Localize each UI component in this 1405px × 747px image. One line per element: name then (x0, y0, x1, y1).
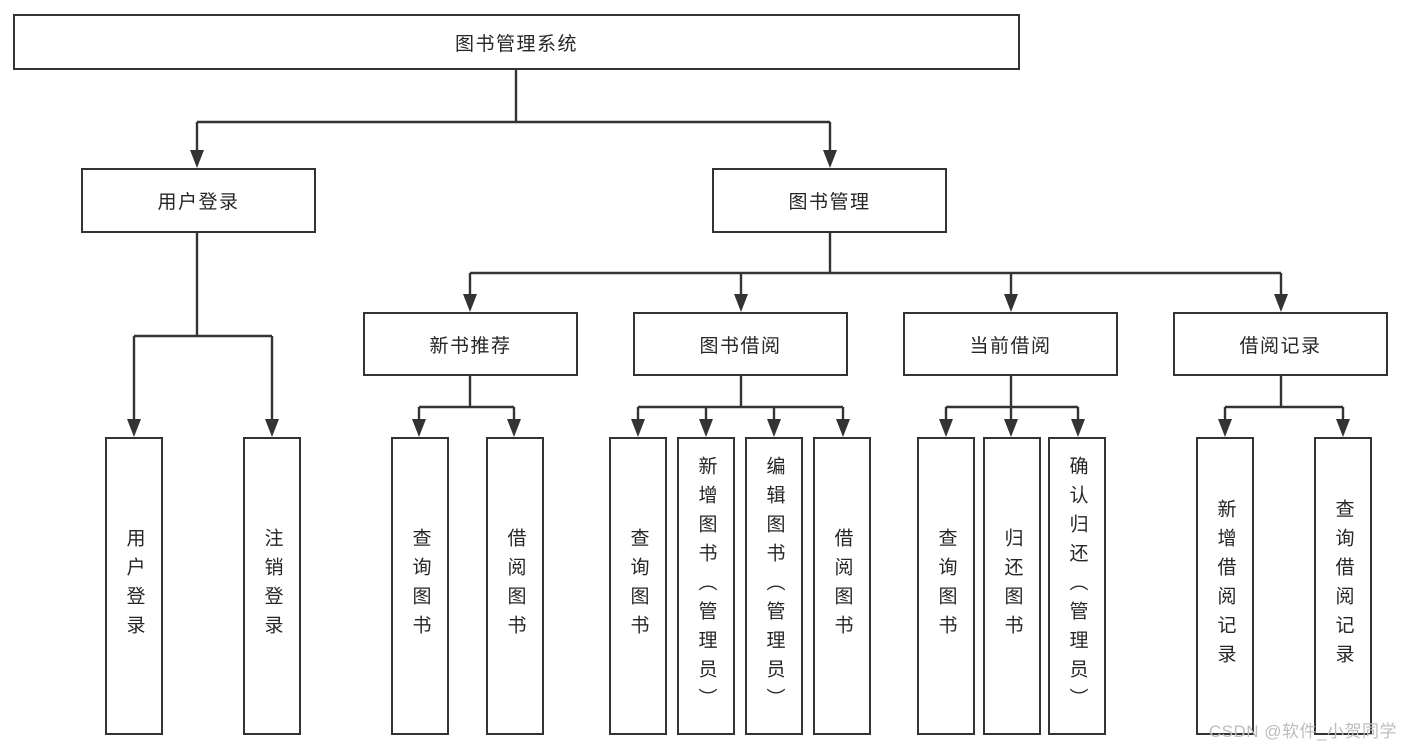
node-borrow-record: 借阅记录 (1173, 312, 1388, 376)
node-book-management: 图书管理 (712, 168, 947, 233)
node-label: 用户登录 (123, 528, 145, 644)
node-label: 借阅记录 (1239, 335, 1322, 357)
node-leaf-logout: 注销登录 (243, 437, 301, 735)
node-label: 图书管理系统 (454, 33, 578, 55)
node-leaf-bb-edit-book-admin: 编辑图书（管理员） (745, 437, 803, 735)
node-current-borrow: 当前借阅 (903, 312, 1118, 376)
node-label: 查询图书 (935, 528, 957, 644)
node-leaf-user-login: 用户登录 (105, 437, 163, 735)
node-label: 借阅图书 (831, 528, 853, 644)
node-leaf-bb-query-book: 查询图书 (609, 437, 667, 735)
node-leaf-cb-query-book: 查询图书 (917, 437, 975, 735)
node-leaf-bb-borrow-book: 借阅图书 (813, 437, 871, 735)
node-label: 查询借阅记录 (1332, 499, 1354, 673)
node-leaf-br-add-record: 新增借阅记录 (1196, 437, 1254, 735)
node-leaf-rec-query-book: 查询图书 (391, 437, 449, 735)
csdn-watermark: CSDN @软件_小贺同学 (1208, 722, 1397, 741)
node-label: 当前借阅 (969, 335, 1052, 357)
node-leaf-rec-borrow-book: 借阅图书 (486, 437, 544, 735)
node-leaf-cb-confirm-return-admin: 确认归还（管理员） (1048, 437, 1106, 735)
node-label: 新增借阅记录 (1214, 499, 1236, 673)
node-label: 新书推荐 (429, 335, 512, 357)
arrowheads (127, 150, 1350, 437)
node-label: 注销登录 (261, 528, 283, 644)
node-book-borrow: 图书借阅 (633, 312, 848, 376)
node-label: 查询图书 (409, 528, 431, 644)
node-leaf-cb-return-book: 归还图书 (983, 437, 1041, 735)
node-label: 用户登录 (157, 192, 240, 213)
node-label: 查询图书 (627, 528, 649, 644)
node-label: 图书管理 (788, 192, 871, 213)
node-label: 借阅图书 (504, 528, 526, 644)
node-label: 确认归还（管理员） (1066, 455, 1088, 717)
node-root-system: 图书管理系统 (13, 14, 1020, 70)
node-label: 图书借阅 (699, 335, 782, 357)
node-leaf-bb-add-book-admin: 新增图书（管理员） (677, 437, 735, 735)
node-leaf-br-query-record: 查询借阅记录 (1314, 437, 1372, 735)
node-label: 归还图书 (1001, 528, 1023, 644)
node-user-login: 用户登录 (81, 168, 316, 233)
node-label: 新增图书（管理员） (695, 455, 717, 717)
node-label: 编辑图书（管理员） (763, 455, 785, 717)
node-new-book-recommend: 新书推荐 (363, 312, 578, 376)
